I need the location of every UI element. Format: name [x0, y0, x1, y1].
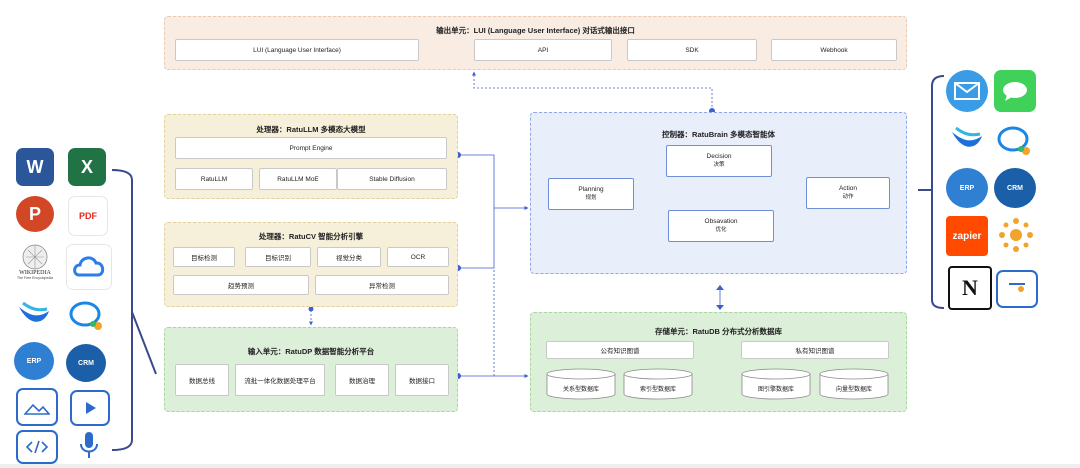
- public-graph-box: 公有知识图谱: [546, 341, 694, 359]
- prompt-engine-box: Prompt Engine: [175, 137, 447, 159]
- code-file-icon: [16, 430, 58, 464]
- llm-processor-panel: 处理器：RatuLLM 多模态大模型 Prompt Engine RatuLLM…: [164, 114, 458, 199]
- erp-icon: ERP: [14, 342, 54, 380]
- storage-unit-title: 存储单元：RatuDB 分布式分析数据库: [654, 327, 783, 336]
- zapier-icon: zapier: [946, 216, 988, 256]
- crm-icon: CRM: [66, 344, 106, 382]
- llm-item-ratullm: RatuLLM: [175, 168, 253, 190]
- output-unit-title: 输出单元：LUI (Language User Interface) 对话式输出…: [436, 26, 635, 35]
- action-node: Action 动作: [806, 177, 890, 209]
- action-label: Action: [838, 184, 858, 192]
- input-item-bus: 数据总线: [175, 364, 229, 396]
- powerpoint-icon: P: [16, 196, 54, 232]
- input-unit-title: 输入单元：RatuDP 数据智能分析平台: [247, 347, 375, 356]
- graph-db-label: 图引擎数据库: [757, 387, 794, 393]
- cv-item-ocr: OCR: [387, 247, 449, 267]
- observation-label: Obsavation: [704, 217, 738, 225]
- cv-item-anomaly: 异常检测: [315, 275, 449, 295]
- cv-item-trend: 趋势预测: [173, 275, 309, 295]
- relational-db-label: 关系型数据库: [562, 387, 599, 393]
- output-item-sdk: SDK: [627, 39, 757, 61]
- input-unit-panel: 输入单元：RatuDP 数据智能分析平台 数据总线 流批一体化数据处理平台 数据…: [164, 327, 458, 412]
- microphone-icon: [74, 428, 104, 462]
- wikipedia-icon: WIKIPEDIA The Free Encyclopedia: [10, 238, 60, 286]
- planning-node: Planning 规划: [548, 178, 634, 210]
- index-db-label: 索引型数据库: [639, 387, 676, 393]
- notion-icon: N: [948, 266, 992, 310]
- output-item-lui: LUI (Language User Interface): [175, 39, 419, 61]
- messages-icon: [994, 70, 1036, 112]
- excel-icon: X: [68, 148, 106, 186]
- mail-icon: [946, 70, 988, 112]
- decision-node: Decision 决策: [666, 145, 772, 177]
- cloud-drive-icon: [66, 244, 112, 290]
- observation-node: Obsavation 优化: [668, 210, 774, 242]
- input-item-stream-batch: 流批一体化数据处理平台: [235, 364, 325, 396]
- cv-item-detection: 目标检测: [173, 247, 235, 267]
- llm-processor-title: 处理器：RatuLLM 多模态大模型: [256, 125, 366, 134]
- chat-bubble-icon: [66, 298, 108, 334]
- decision-label: Decision: [706, 152, 732, 160]
- wikipedia-tagline: The Free Encyclopedia: [17, 276, 53, 280]
- output-item-api: API: [474, 39, 612, 61]
- bottom-strip: [0, 464, 1080, 468]
- right-bracket: [918, 75, 945, 309]
- brain-to-output-arrow: [472, 71, 713, 111]
- wallet-app-icon: [996, 270, 1038, 308]
- planning-label-zh: 规划: [585, 194, 597, 201]
- cv-processor-panel: 处理器：RatuCV 智能分析引擎 目标检测 目标识别 视觉分类 OCR 趋势预…: [164, 222, 458, 307]
- image-file-icon: [16, 388, 58, 426]
- cv-processor-title: 处理器：RatuCV 智能分析引擎: [258, 232, 364, 241]
- llm-item-moe: RatuLLM MoE: [259, 168, 337, 190]
- erp-right-icon: ERP: [946, 168, 988, 208]
- input-item-governance: 数据治理: [335, 364, 389, 396]
- network-hub-icon: [996, 214, 1036, 256]
- chat-bubble-right-icon: [994, 122, 1036, 160]
- index-db: 索引型数据库: [623, 368, 693, 400]
- pdf-icon: PDF: [68, 196, 108, 236]
- bird-app-icon: [14, 296, 54, 334]
- cv-item-classification: 视觉分类: [317, 247, 381, 267]
- left-bracket: [111, 169, 157, 451]
- planning-label: Planning: [578, 185, 604, 193]
- crm-right-icon: CRM: [994, 168, 1036, 208]
- output-item-webhook: Webhook: [771, 39, 897, 61]
- wikipedia-name: WIKIPEDIA: [19, 270, 51, 276]
- cv-to-brain-arrow: [458, 208, 495, 269]
- storage-unit-panel: 存储单元：RatuDB 分布式分析数据库 公有知识图谱 私有知识图谱 关系型数据…: [530, 312, 907, 412]
- private-graph-box: 私有知识图谱: [741, 341, 889, 359]
- bird-app-right-icon: [946, 120, 988, 160]
- cv-item-recognition: 目标识别: [245, 247, 311, 267]
- vector-db-label: 向量型数据库: [835, 387, 872, 393]
- input-item-interface: 数据接口: [395, 364, 449, 396]
- action-label-zh: 动作: [842, 193, 854, 200]
- graph-db: 图引擎数据库: [741, 368, 811, 400]
- relational-db: 关系型数据库: [546, 368, 616, 400]
- video-file-icon: [70, 390, 110, 426]
- output-unit-panel: 输出单元：LUI (Language User Interface) 对话式输出…: [164, 16, 907, 70]
- controller-title: 控制器：RatuBrain 多模态智能体: [662, 130, 775, 139]
- llm-to-brain-arrow: [458, 154, 529, 210]
- observation-label-zh: 优化: [715, 226, 727, 233]
- decision-label-zh: 决策: [713, 161, 725, 168]
- word-icon: W: [16, 148, 54, 186]
- vector-db: 向量型数据库: [819, 368, 889, 400]
- llm-item-stable-diffusion: Stable Diffusion: [337, 168, 447, 190]
